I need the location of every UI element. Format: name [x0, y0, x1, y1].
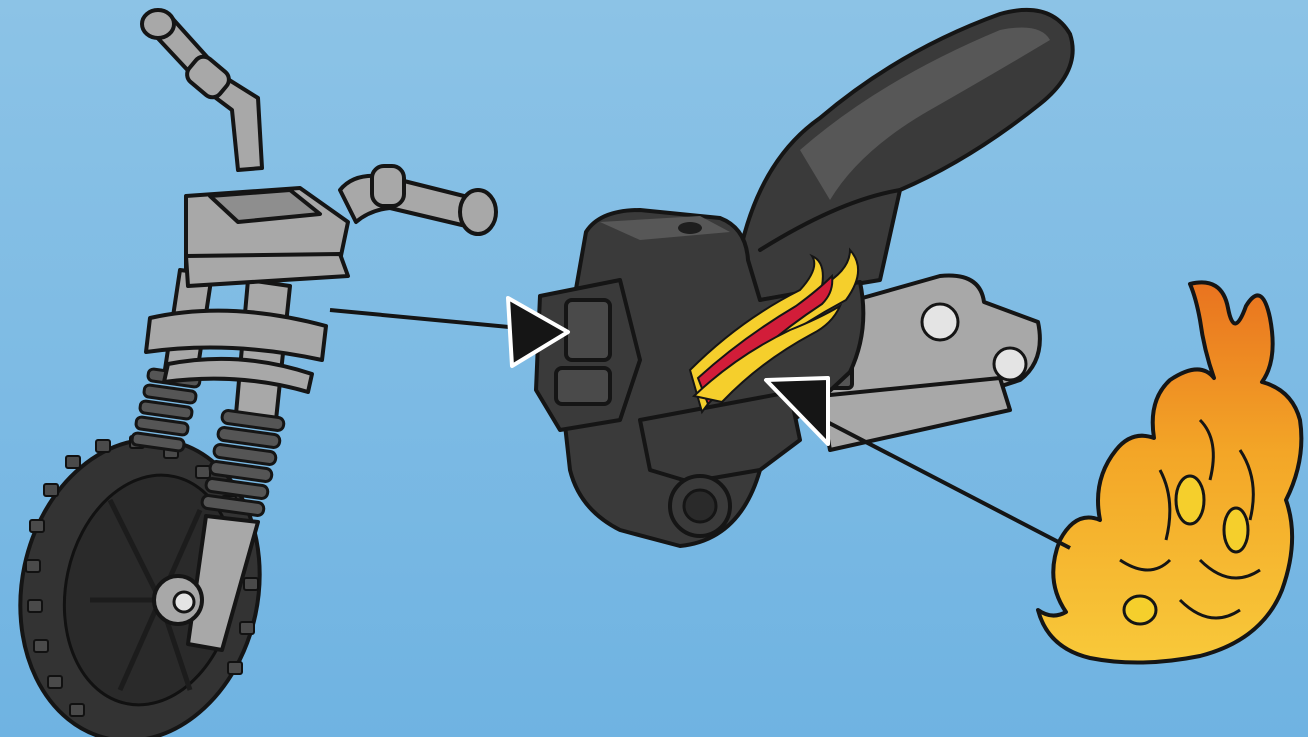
diagram-canvas [0, 0, 1308, 737]
assembly-diagram [0, 0, 1308, 737]
